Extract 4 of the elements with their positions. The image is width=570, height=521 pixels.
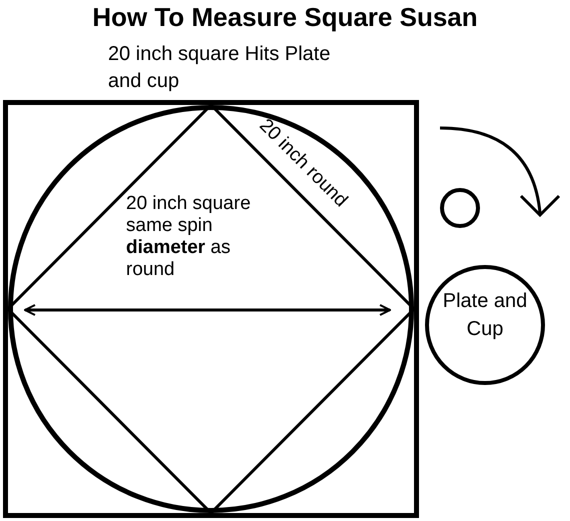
title: How To Measure Square Susan <box>91 2 479 33</box>
circle-label: Plate and Cup <box>442 289 528 342</box>
heading-text: 20 inch square Hits Plate and cup <box>108 42 332 94</box>
description-text: 20 inch square same spin diameter as round <box>126 193 252 281</box>
